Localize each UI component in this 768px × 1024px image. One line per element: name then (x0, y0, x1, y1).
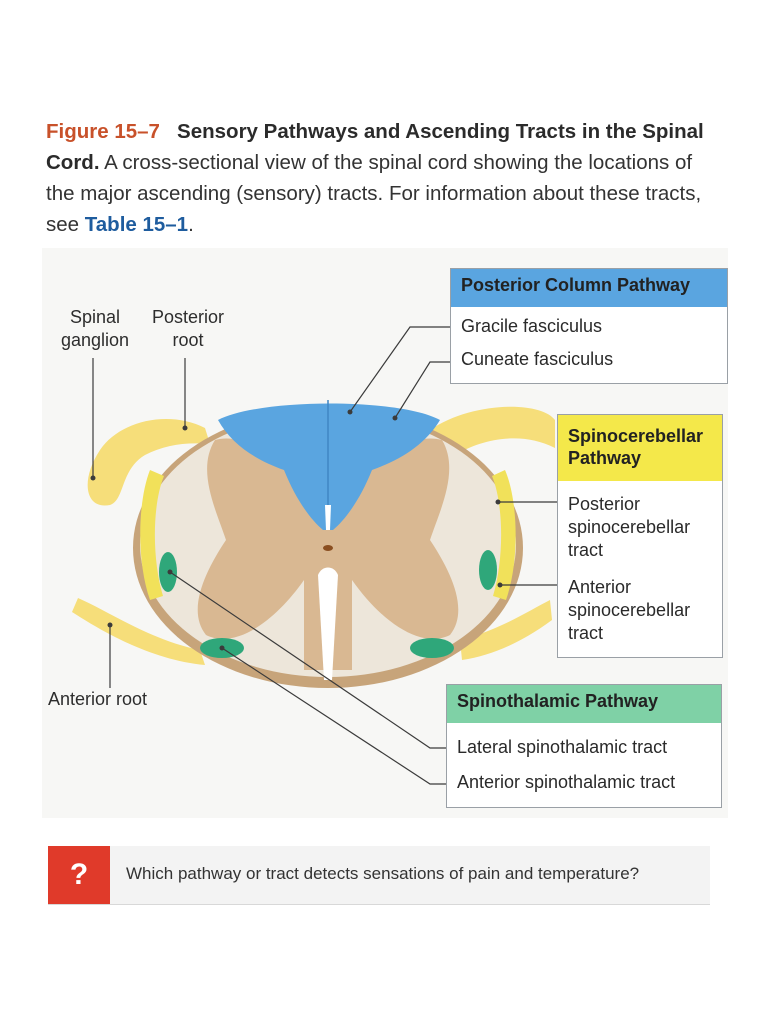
spinocerebellar-header: Spinocerebellar Pathway (558, 415, 722, 481)
figure-title: Sensory Pathways and Ascending Tracts in… (46, 120, 704, 174)
left-posterior-root (87, 419, 210, 506)
posterior-column-header: Posterior Column Pathway (451, 269, 727, 307)
cuneate-fasciculus-label: Cuneate fasciculus (461, 349, 614, 369)
leader-anterior-spinothalamic (221, 647, 448, 785)
leader-lateral-spinothalamic (169, 571, 448, 749)
central-canal (323, 545, 333, 551)
leader-cuneate (394, 361, 450, 419)
question-text: Which pathway or tract detects sensation… (126, 864, 640, 883)
caption-body: A cross-sectional view of the spinal cor… (46, 151, 702, 236)
anterior-root-label: Anterior root (48, 689, 148, 709)
spinothalamic-header: Spinothalamic Pathway (447, 685, 721, 723)
figure-number: Figure 15–7 (46, 120, 160, 143)
left-anterior-root (72, 598, 205, 665)
gracile-fasciculus-label: Gracile fasciculus (461, 316, 603, 336)
spinal-ganglion-label: Spinal ganglion (60, 307, 130, 350)
question-icon: ? (48, 846, 110, 904)
lateral-spinothalamic-label: Lateral spinothalamic tract (457, 737, 668, 757)
leader-gracile (349, 326, 450, 413)
right-anterior-root (460, 600, 552, 660)
posterior-spinocerebellar-label: Posterior spinocerebellar tract (568, 494, 691, 560)
anterior-spinocerebellar-label: Anterior spinocerebellar tract (568, 577, 691, 643)
right-anterior-spinothalamic-tract (410, 638, 454, 658)
gray-matter (197, 438, 459, 670)
posterior-septum-gap (325, 505, 331, 530)
right-lateral-spinothalamic-tract (479, 550, 497, 590)
caption-end: . (188, 213, 194, 236)
spinothalamic-box: Spinothalamic Pathway Lateral spinothala… (446, 684, 722, 808)
posterior-column-box: Posterior Column Pathway Gracile fascicu… (450, 268, 728, 384)
anterior-fissure (318, 567, 338, 680)
posterior-column-region (218, 403, 440, 530)
question-bar: ? Which pathway or tract detects sensati… (48, 846, 710, 905)
figure-caption: Figure 15–7 Sensory Pathways and Ascendi… (46, 116, 726, 240)
anterior-spinothalamic-label: Anterior spinothalamic tract (457, 772, 676, 792)
right-posterior-root (430, 406, 555, 455)
spinocerebellar-box: Spinocerebellar Pathway Posterior spinoc… (557, 414, 723, 658)
table-reference[interactable]: Table 15–1 (84, 213, 189, 236)
left-spinocerebellar-band (140, 470, 164, 600)
posterior-root-label: Posterior root (151, 307, 225, 350)
